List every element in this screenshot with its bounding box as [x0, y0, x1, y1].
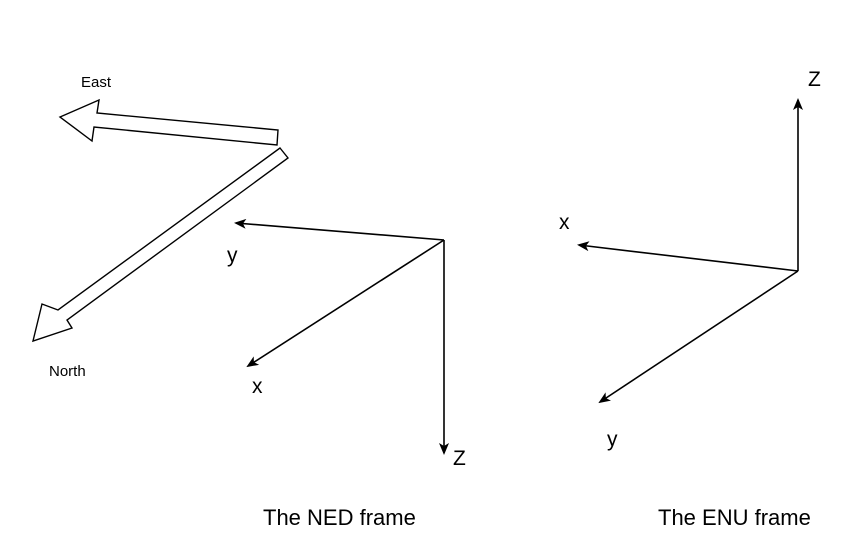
ned-x-axis — [246, 239, 445, 368]
east-block-arrow — [58, 98, 279, 146]
ned-frame: y x Z The NED frame — [227, 218, 466, 530]
north-label: North — [49, 363, 86, 380]
enu-x-label: x — [559, 211, 570, 234]
enu-z-label: Z — [808, 68, 821, 91]
east-label: East — [81, 74, 112, 91]
ned-x-label: x — [252, 375, 263, 398]
ned-z-label: Z — [453, 447, 466, 470]
enu-y-label: y — [607, 428, 618, 451]
enu-x-axis — [577, 241, 799, 272]
ned-caption: The NED frame — [263, 505, 416, 530]
ned-y-axis — [234, 218, 445, 241]
north-block-arrow — [32, 147, 290, 343]
enu-frame: Z x y The ENU frame — [559, 68, 821, 530]
ned-y-label: y — [227, 244, 238, 267]
enu-caption: The ENU frame — [658, 505, 811, 530]
enu-y-axis — [598, 270, 799, 404]
compass: East North — [32, 74, 290, 380]
